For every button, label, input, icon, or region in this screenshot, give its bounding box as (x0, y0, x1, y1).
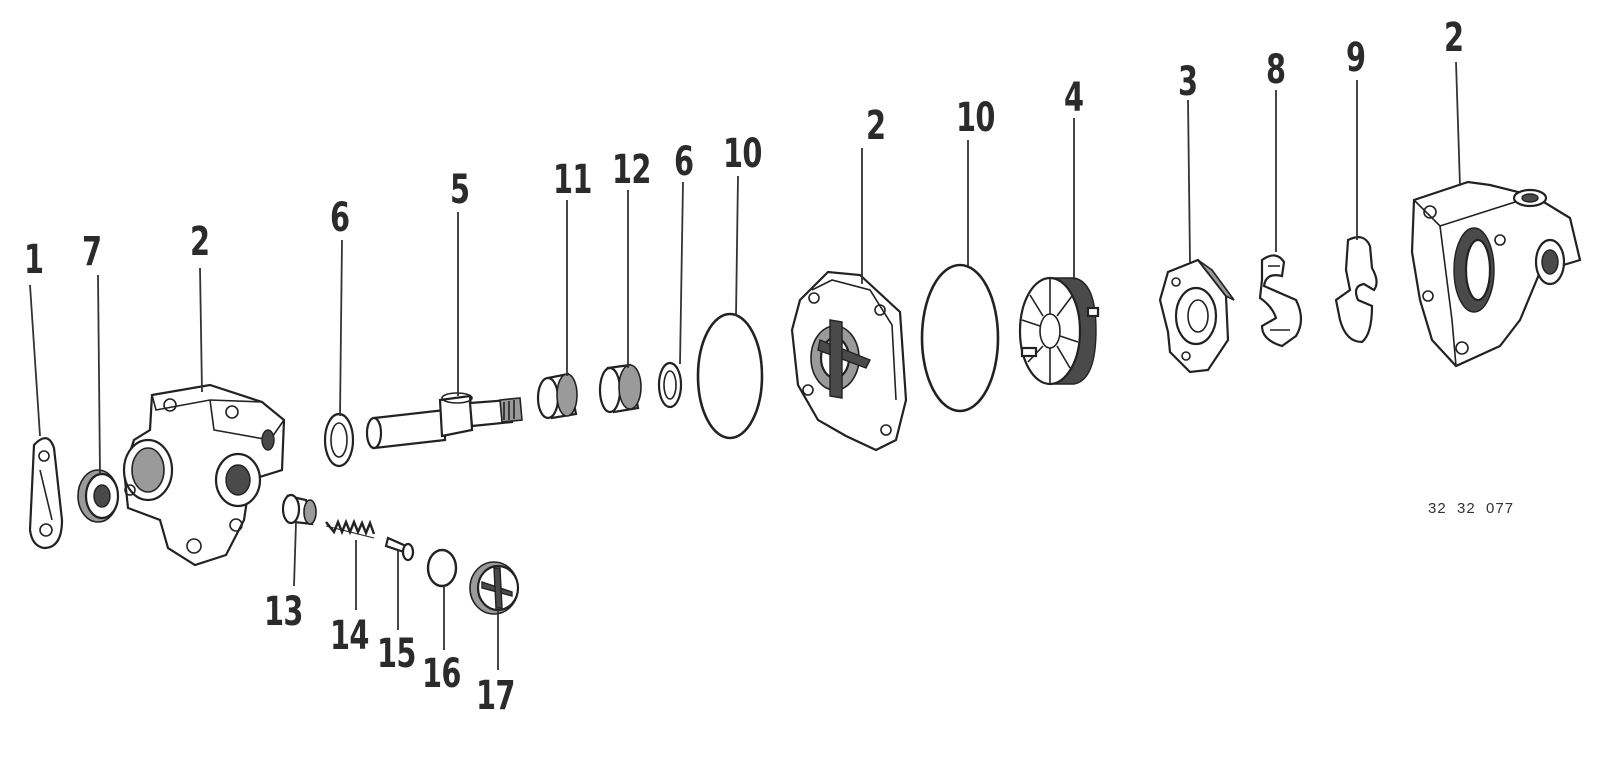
part-5-drive-shaft (365, 392, 523, 450)
callout-7: 7 (82, 229, 102, 275)
callout-15: 15 (377, 631, 416, 677)
part-1-bracket (28, 437, 64, 550)
part-4-rotor (1018, 276, 1100, 386)
callout-9: 9 (1346, 35, 1366, 81)
part-2-front-housing (122, 383, 286, 567)
part-6-washer-2 (657, 361, 683, 409)
part-9-plate (1334, 235, 1378, 344)
leader-2a (199, 267, 203, 393)
leader-13 (293, 521, 297, 587)
callout-6: 6 (330, 195, 350, 241)
callout-12: 12 (612, 147, 651, 193)
part-3-cam-ring (1158, 258, 1235, 374)
callout-2: 2 (190, 219, 210, 265)
leader-lines (29, 61, 1461, 670)
callout-13: 13 (264, 589, 303, 635)
leader-6b (679, 181, 684, 365)
callout-14: 14 (330, 613, 369, 659)
part-13-sleeve (281, 493, 317, 526)
leader-1 (29, 284, 41, 437)
leader-10a (735, 175, 739, 317)
part-2-pressure-plate (790, 270, 908, 452)
part-10-o-ring-2 (920, 263, 1000, 413)
part-7-shaft-seal (77, 469, 120, 523)
part-16-o-ring (426, 548, 458, 588)
part-11-bushing (536, 372, 578, 420)
part-14-spring (325, 518, 376, 539)
callout-3: 3 (1178, 59, 1198, 105)
callout-1: 1 (24, 237, 44, 283)
leader-7 (97, 274, 101, 475)
leader-6a (339, 239, 343, 417)
part-17-screw-plug (469, 561, 520, 615)
callout-4: 4 (1064, 75, 1084, 121)
leader-2c (1455, 61, 1461, 187)
callout-17: 17 (476, 673, 515, 719)
leader-3 (1187, 99, 1191, 263)
part-6-washer (323, 412, 355, 468)
part-2-rear-housing (1410, 180, 1582, 368)
callout-8: 8 (1266, 47, 1286, 93)
callout-16: 16 (422, 651, 461, 697)
callout-6-second: 6 (674, 139, 694, 185)
part-10-o-ring (696, 312, 764, 440)
part-8-locking-plate (1258, 254, 1303, 348)
part-15-valve-pin (384, 536, 415, 562)
callout-10: 10 (723, 131, 762, 177)
callout-11: 11 (553, 157, 592, 203)
callout-2-third: 2 (1444, 15, 1464, 61)
callout-2-second: 2 (866, 103, 886, 149)
drawing-reference-number: 32 32 077 (1428, 500, 1515, 517)
callout-5: 5 (450, 167, 470, 213)
part-12-bushing (598, 363, 642, 414)
callout-10-second: 10 (956, 95, 995, 141)
